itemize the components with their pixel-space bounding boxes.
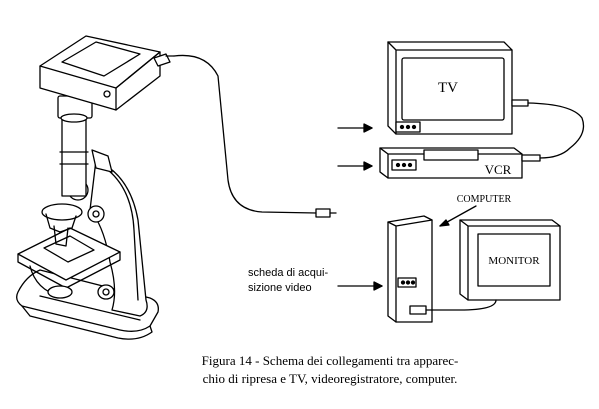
cable-plug: [315, 208, 331, 218]
caption-line-1: Figura 14 - Schema dei collegamenti tra …: [201, 353, 459, 368]
capture-card-label-line2: sizione video: [248, 282, 312, 294]
capture-card-label-line1: scheda di acqui-: [248, 267, 328, 279]
vcr-label: VCR: [485, 162, 512, 177]
tv-label: TV: [438, 80, 458, 96]
computer-tower: [387, 215, 433, 323]
caption-line-2: chio di ripresa e TV, videoregistratore,…: [202, 371, 458, 386]
monitor: [459, 219, 561, 301]
vcr: [379, 147, 523, 179]
monitor-cable: [425, 299, 497, 311]
tv-cable: [527, 102, 585, 159]
tv-set: [387, 41, 513, 135]
monitor-label: MONITOR: [488, 255, 540, 267]
figure-caption: Figura 14 - Schema dei collegamenti tra …: [150, 352, 510, 388]
computer-label: COMPUTER: [457, 194, 512, 205]
microscope: [16, 35, 175, 340]
camera-cable: [173, 54, 317, 214]
